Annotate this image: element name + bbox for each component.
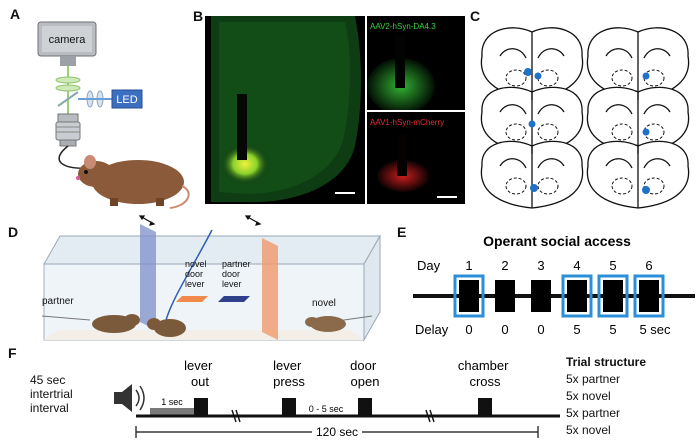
- mcherry-label: AAV1-hSyn-mCherry: [370, 118, 444, 127]
- panel-a-illustration: camera LED: [37, 21, 190, 209]
- panel-a-letter: A: [10, 6, 21, 22]
- camera-label: camera: [49, 34, 87, 46]
- chamber-cross-label: chamber cross: [458, 358, 512, 389]
- mcherry-inset: AAV1-hSyn-mCherry: [367, 112, 465, 204]
- panel-d-letter: D: [8, 224, 19, 240]
- operant-social-access-timeline: Operant social access Day Delay 1 0 2 0 3 0 4 5…: [413, 233, 695, 337]
- day-block-1: [459, 280, 479, 312]
- delay-value-4: 5: [573, 322, 580, 337]
- delay-value-3: 0: [537, 322, 544, 337]
- day-number-1: 1: [465, 258, 472, 273]
- lever-press-label: lever press: [273, 358, 305, 389]
- rat-illustration: [76, 155, 190, 209]
- led-icon: LED: [111, 89, 143, 109]
- one-sec-label: 1 sec: [161, 397, 183, 407]
- door-open-label: door open: [350, 358, 380, 389]
- delay-range-label: 0 - 5 sec: [309, 404, 344, 414]
- delay-label: Delay: [415, 322, 449, 337]
- delay-value-5: 5: [609, 322, 616, 337]
- trial-item: 5x partner: [566, 372, 621, 386]
- da-sensor-label: AAV2-hSyn-DA4.3: [370, 22, 436, 31]
- day-number-2: 2: [501, 258, 508, 273]
- panel-b-letter: B: [193, 8, 204, 24]
- tone-bar: [150, 408, 194, 416]
- brain-section-image: [205, 16, 365, 204]
- break-marks: [231, 409, 435, 423]
- partner-rat: [92, 314, 140, 333]
- da-sensor-inset: AAV2-hSyn-DA4.3: [367, 16, 465, 110]
- operant-chamber-illustration: novel door lever partner door lever part…: [41, 215, 381, 342]
- day-highlight-6: [633, 274, 665, 318]
- day-number-5: 5: [609, 258, 616, 273]
- delay-value-6: 5 sec: [639, 322, 671, 337]
- day-block-4: [567, 280, 587, 312]
- trial-item: 5x novel: [566, 389, 611, 403]
- novel-door-lever: [176, 296, 208, 302]
- intertrial-interval-label: 45 sec intertrial interval: [30, 373, 76, 415]
- panel-e-letter: E: [397, 224, 407, 240]
- day-number-3: 3: [537, 258, 544, 273]
- panel-e-title: Operant social access: [483, 233, 631, 249]
- day-block-5: [603, 280, 623, 312]
- subject-rat: [147, 318, 186, 337]
- novel-door: [262, 238, 278, 340]
- fiber-placement-markers: [524, 68, 650, 194]
- day-highlight-1: [453, 274, 485, 318]
- trial-structure: Trial structure 5x partner 5x novel 5x p…: [566, 354, 646, 439]
- trial-item: 5x novel: [566, 423, 611, 437]
- trial-item: 5x partner: [566, 406, 621, 420]
- day-block-3: [531, 280, 551, 312]
- delay-value-2: 0: [501, 322, 508, 337]
- novel-rat: [305, 316, 346, 332]
- partner-door-lever: [218, 296, 250, 302]
- total-duration-label: 120 sec: [316, 425, 358, 439]
- novel-label: novel: [312, 298, 336, 309]
- partner-door-lever-label: partner door lever: [222, 259, 253, 289]
- speaker-icon: [114, 384, 145, 412]
- lever-press-event: [282, 398, 296, 416]
- day-number-6: 6: [645, 258, 652, 273]
- led-label: LED: [116, 94, 137, 106]
- day-block-2: [495, 280, 515, 312]
- delay-value-1: 0: [465, 322, 472, 337]
- door-open-event: [358, 398, 372, 416]
- brain-atlas-sections: [480, 27, 690, 209]
- partner-label: partner: [42, 296, 74, 307]
- panel-f-letter: F: [8, 345, 17, 361]
- partner-door: [140, 224, 156, 330]
- camera-icon: camera: [37, 21, 97, 66]
- day-highlight-5: [597, 274, 629, 318]
- trial-timeline: 45 sec intertrial interval 1 sec lever o…: [30, 358, 560, 439]
- day-label: Day: [417, 258, 441, 273]
- lever-out-event: [194, 398, 208, 416]
- novel-door-lever-label: novel door lever: [185, 259, 209, 289]
- panel-c-letter: C: [470, 8, 481, 24]
- day-highlight-4: [561, 274, 593, 318]
- lever-out-label: lever out: [184, 358, 216, 389]
- chamber-cross-event: [478, 398, 492, 416]
- day-block-6: [639, 280, 659, 312]
- trial-structure-title: Trial structure: [566, 355, 647, 369]
- day-number-4: 4: [573, 258, 580, 273]
